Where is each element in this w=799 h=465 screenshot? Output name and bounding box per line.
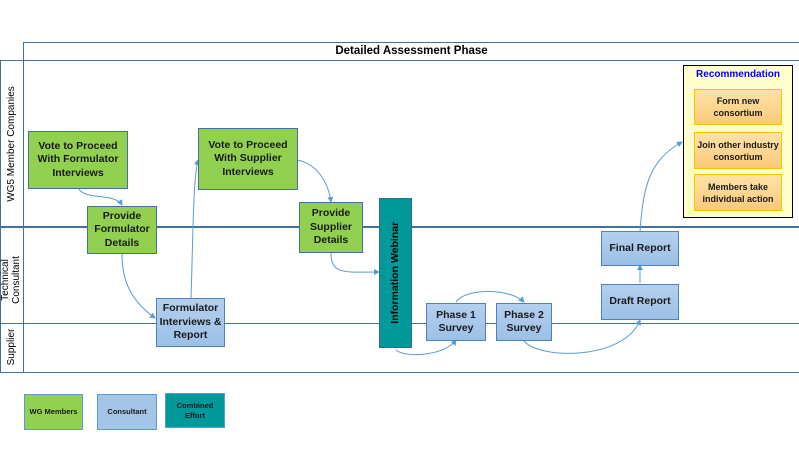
legend-wg-members: WG Members <box>24 394 83 430</box>
legend-consultant: Consultant <box>97 394 157 430</box>
arrow-final-to-recommendation <box>639 141 683 233</box>
node-provide-supplier-details[interactable]: Provide Supplier Details <box>299 202 363 253</box>
phase-header-bottom-border <box>0 60 799 61</box>
arrow-phase1-to-phase2 <box>455 291 525 303</box>
arrow-provide-formulator-to-interviews <box>121 253 156 319</box>
node-draft-report[interactable]: Draft Report <box>601 284 679 320</box>
recommendation-panel: Recommendation Form new consortium Join … <box>683 65 793 218</box>
node-vote-formulator-interviews[interactable]: Vote to Proceed With Formulator Intervie… <box>28 131 128 189</box>
lane-label-technical-consultant: Technical Consultant <box>0 240 24 320</box>
recommendation-form-new-consortium[interactable]: Form new consortium <box>694 89 782 125</box>
recommendation-join-other-consortium[interactable]: Join other industry consortium <box>694 132 782 169</box>
recommendation-title: Recommendation <box>696 69 780 80</box>
lane-label-line1: Technical <box>0 259 11 301</box>
node-phase2-survey[interactable]: Phase 2 Survey <box>496 303 552 341</box>
arrow-provide-supplier-to-webinar <box>330 252 380 276</box>
arrow-vote-supplier-to-provide-supplier <box>296 159 334 203</box>
node-vote-supplier-interviews[interactable]: Vote to Proceed With Supplier Interviews <box>198 128 298 190</box>
frame-bottom-border <box>0 372 799 373</box>
lane-label-divider <box>23 42 24 373</box>
node-formulator-interviews-report[interactable]: Formulator Interviews & Report <box>156 298 225 347</box>
legend-combined-effort: Combined Effort <box>165 393 225 428</box>
lane-label-wg5: WG5 Member Companies <box>6 86 17 202</box>
lane-label-supplier: Supplier <box>6 328 17 366</box>
phase-header-top-border <box>24 42 799 43</box>
arrow-vote-formulator-to-provide-formulator <box>78 188 123 206</box>
frame-left-border <box>0 60 1 373</box>
node-information-webinar-label: Information Webinar <box>388 222 401 324</box>
node-phase1-survey[interactable]: Phase 1 Survey <box>426 303 486 341</box>
recommendation-individual-action[interactable]: Members take individual action <box>694 174 782 211</box>
node-information-webinar[interactable]: Information Webinar <box>379 198 412 348</box>
node-provide-formulator-details[interactable]: Provide Formulator Details <box>87 206 157 254</box>
phase-title: Detailed Assessment Phase <box>335 45 488 57</box>
arrow-interviews-to-vote-supplier <box>190 159 200 299</box>
node-final-report[interactable]: Final Report <box>601 231 679 266</box>
lane-label-line2: Consultant <box>11 256 22 304</box>
